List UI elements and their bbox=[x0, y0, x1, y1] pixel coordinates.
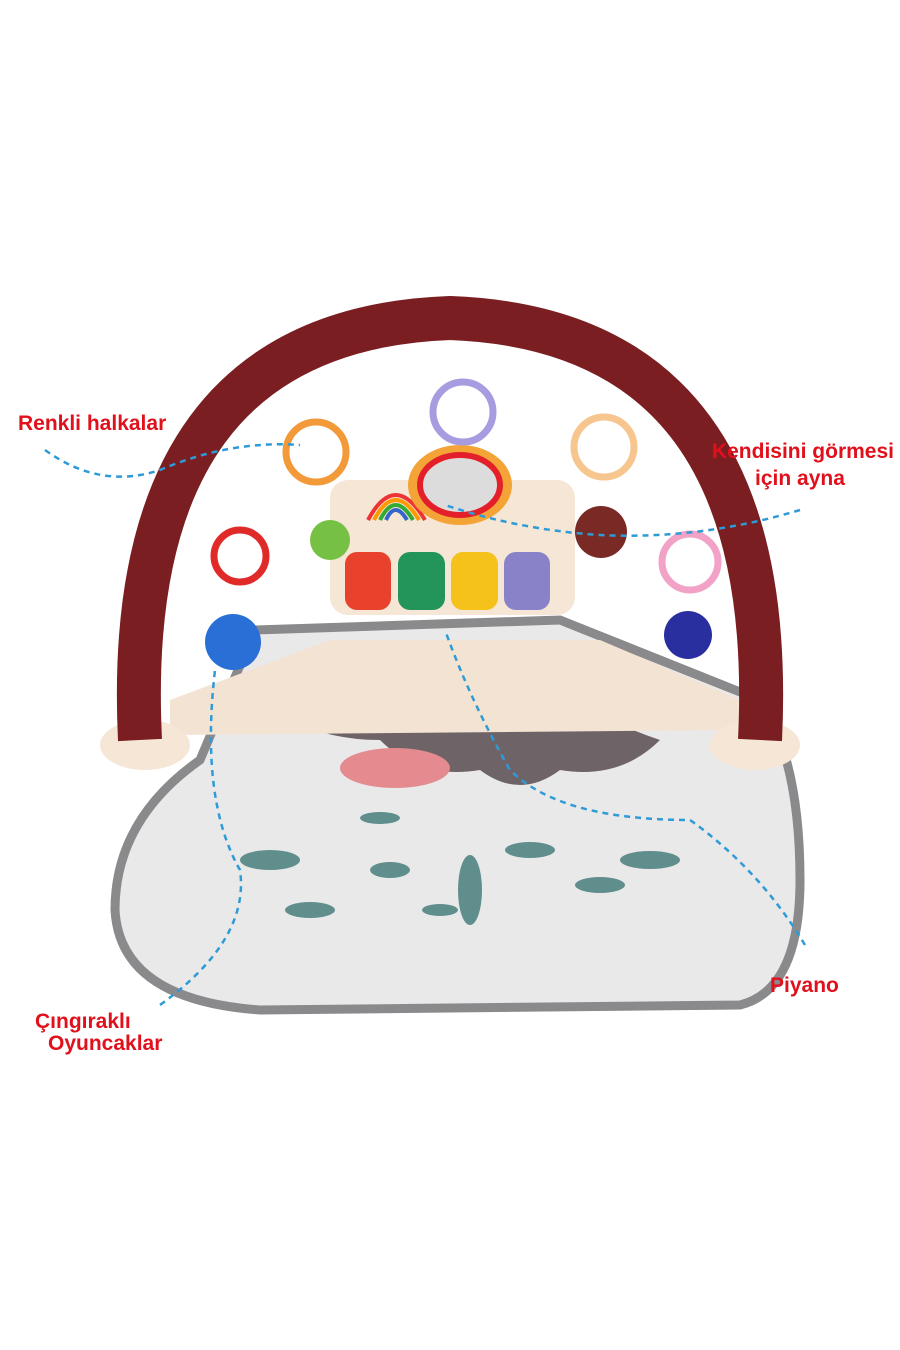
arch bbox=[116, 295, 784, 742]
label-rattle-line2: Oyuncaklar bbox=[48, 1032, 163, 1055]
label-rattle-line1: Çıngıraklı bbox=[35, 1010, 131, 1033]
callout-mirror bbox=[444, 503, 801, 537]
rainbow-icon bbox=[366, 493, 427, 522]
ring-peach bbox=[570, 413, 638, 481]
ring-purple bbox=[429, 378, 497, 446]
rattle-brown bbox=[575, 506, 627, 558]
gym-base-frame bbox=[170, 640, 740, 735]
callout-rattles bbox=[159, 669, 243, 1007]
ring-orange bbox=[282, 418, 350, 486]
rattle-navy bbox=[664, 611, 712, 659]
mirror bbox=[417, 452, 503, 518]
label-rings: Renkli halkalar bbox=[18, 412, 167, 435]
ring-pink bbox=[658, 530, 722, 594]
label-mirror-line1: Kendisini görmesi bbox=[711, 440, 894, 463]
rattle-green bbox=[310, 520, 350, 560]
callout-piano bbox=[443, 629, 807, 946]
callout-lines bbox=[44, 443, 807, 1007]
mat-drops bbox=[240, 812, 680, 925]
piano-key-green bbox=[398, 552, 445, 610]
ring-red bbox=[210, 526, 270, 586]
piano-key-yellow bbox=[451, 552, 498, 610]
label-mirror-line2: için ayna bbox=[755, 467, 845, 490]
piano-key-purple bbox=[504, 552, 550, 610]
mat-print-pink bbox=[340, 748, 450, 788]
label-piano: Piyano bbox=[770, 974, 839, 997]
callout-rings bbox=[44, 443, 301, 478]
rattle-blue bbox=[205, 614, 261, 670]
piano-key-red bbox=[345, 552, 391, 610]
